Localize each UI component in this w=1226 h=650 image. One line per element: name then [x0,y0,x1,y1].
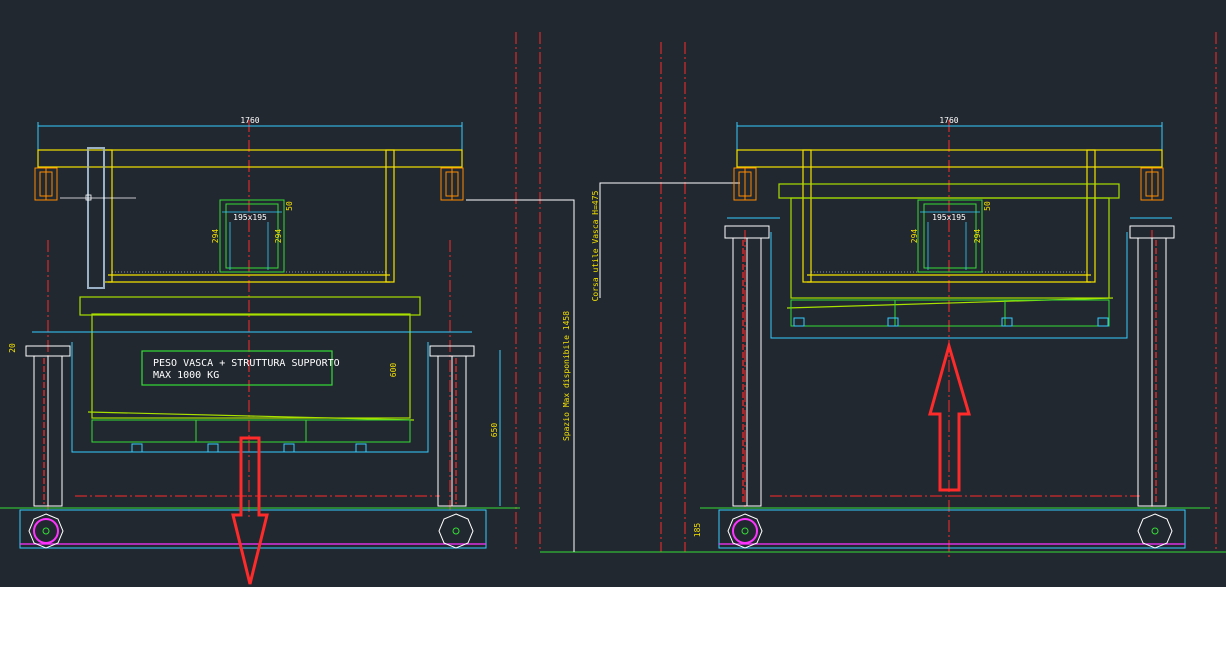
right-wheel-a [727,513,763,549]
centerlines [47,32,1217,560]
right-top-dimension [736,122,1163,150]
selected-profile [87,147,105,289]
right-dim-294-b: 294 [973,229,982,244]
right-view: 1760 195x195 294 [693,116,1186,549]
left-width-dimension: 1760 [240,116,259,125]
up-arrow [928,340,972,492]
left-wheel-a [28,513,64,549]
right-tank-frame [727,217,1172,339]
right-wheel-b [1137,513,1173,549]
left-dim-20: 20 [8,343,17,353]
left-rollers [34,167,464,201]
right-legs [724,225,1175,507]
weight-note-line1: PESO VASCA + STRUTTURA SUPPORTO [153,358,340,369]
space-label: Spazio Max disponibile 1458 [562,311,571,441]
left-tank-base [91,419,411,443]
weight-note-box [141,350,333,386]
left-base [19,509,487,549]
cad-drawing: 1760 [0,32,1226,585]
left-tank [79,296,421,421]
left-dim-600: 600 [389,363,398,378]
left-top-dimension [37,122,463,150]
right-dim-50: 50 [983,201,992,211]
right-column-dims [920,211,980,270]
left-wheel-b [438,513,474,549]
left-legs [25,345,475,507]
right-base [718,509,1186,549]
left-dim-294-b: 294 [274,229,283,244]
right-dim-294-a: 294 [910,229,919,244]
left-leg-screws [43,358,457,504]
middle-dimensions: Corsa utile Vasca H=475 Spazio Max dispo… [466,182,740,552]
cad-drawing-canvas: 1760 [0,0,1226,587]
right-dim-185: 185 [693,523,702,538]
right-leg-screws [742,240,1157,504]
right-tank-base [790,299,1110,327]
left-column-dims [222,211,282,270]
right-carriage-frame [736,149,1163,283]
stroke-label: Corsa utile Vasca H=475 [591,190,600,301]
weight-note-line2: MAX 1000 KG [153,370,219,381]
right-width-dimension: 1760 [939,116,958,125]
left-grid-label: 195x195 [233,213,267,222]
left-dim-650: 650 [490,423,499,438]
down-arrow [231,436,269,585]
left-dim-294-a: 294 [211,229,220,244]
left-dim-50: 50 [285,201,294,211]
left-column-section [219,199,285,273]
cursor-crosshair [60,194,136,201]
left-view: 1760 [8,116,501,585]
left-tank-frame [32,331,472,453]
right-rollers [733,167,1164,201]
right-grid-label: 195x195 [932,213,966,222]
right-column-section [917,199,983,273]
ground-lines [0,507,1226,553]
right-tank [778,183,1120,309]
